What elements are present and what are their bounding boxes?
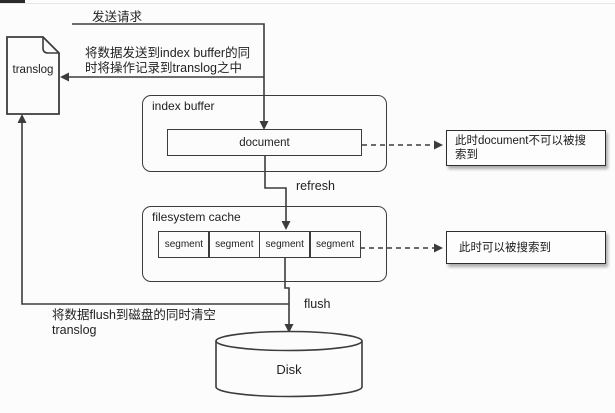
translog-label: translog	[12, 64, 54, 76]
flush-explain-label: 将数据flush到磁盘的同时清空 translog	[52, 308, 216, 337]
segment-box: segment	[258, 231, 311, 258]
segment-label: segment	[164, 239, 204, 250]
disk-label: Disk	[276, 362, 302, 377]
segment-box: segment	[158, 231, 210, 258]
filesystem-cache-label: filesystem cache	[152, 210, 241, 224]
segment-label: segment	[265, 239, 304, 250]
segment-box: segment	[309, 231, 362, 258]
segment-box: segment	[208, 231, 261, 258]
translog-file-icon	[6, 36, 60, 115]
segment-row: segment segment segment segment	[158, 231, 362, 258]
note-searchable: 此时可以被搜索到	[446, 231, 606, 264]
refresh-arrow	[264, 156, 291, 230]
filesystem-cache-box: filesystem cache	[142, 206, 387, 282]
disk-cylinder-icon	[215, 330, 363, 398]
send-explain-label: 将数据发送到index buffer的同 时将操作记录到translog之中	[85, 46, 251, 75]
translog-clear-arrow	[17, 114, 289, 305]
note-document-not-searchable: 此时document不可以被搜 索到	[446, 130, 606, 166]
index-buffer-label: index buffer	[152, 99, 215, 113]
request-arrow	[72, 23, 269, 130]
refresh-label: refresh	[296, 179, 335, 193]
note-arrow-segment	[360, 243, 443, 253]
document-label: document	[239, 136, 290, 149]
note-arrow-document	[362, 140, 443, 150]
send-request-label: 发送请求	[92, 10, 143, 24]
index-buffer-box: index buffer	[142, 95, 387, 172]
segment-label: segment	[315, 239, 355, 250]
translog-write-arrow	[60, 72, 264, 82]
flush-arrow	[284, 258, 294, 333]
flush-label: flush	[304, 297, 331, 311]
document-box: document	[167, 129, 362, 156]
segment-label: segment	[215, 239, 254, 250]
